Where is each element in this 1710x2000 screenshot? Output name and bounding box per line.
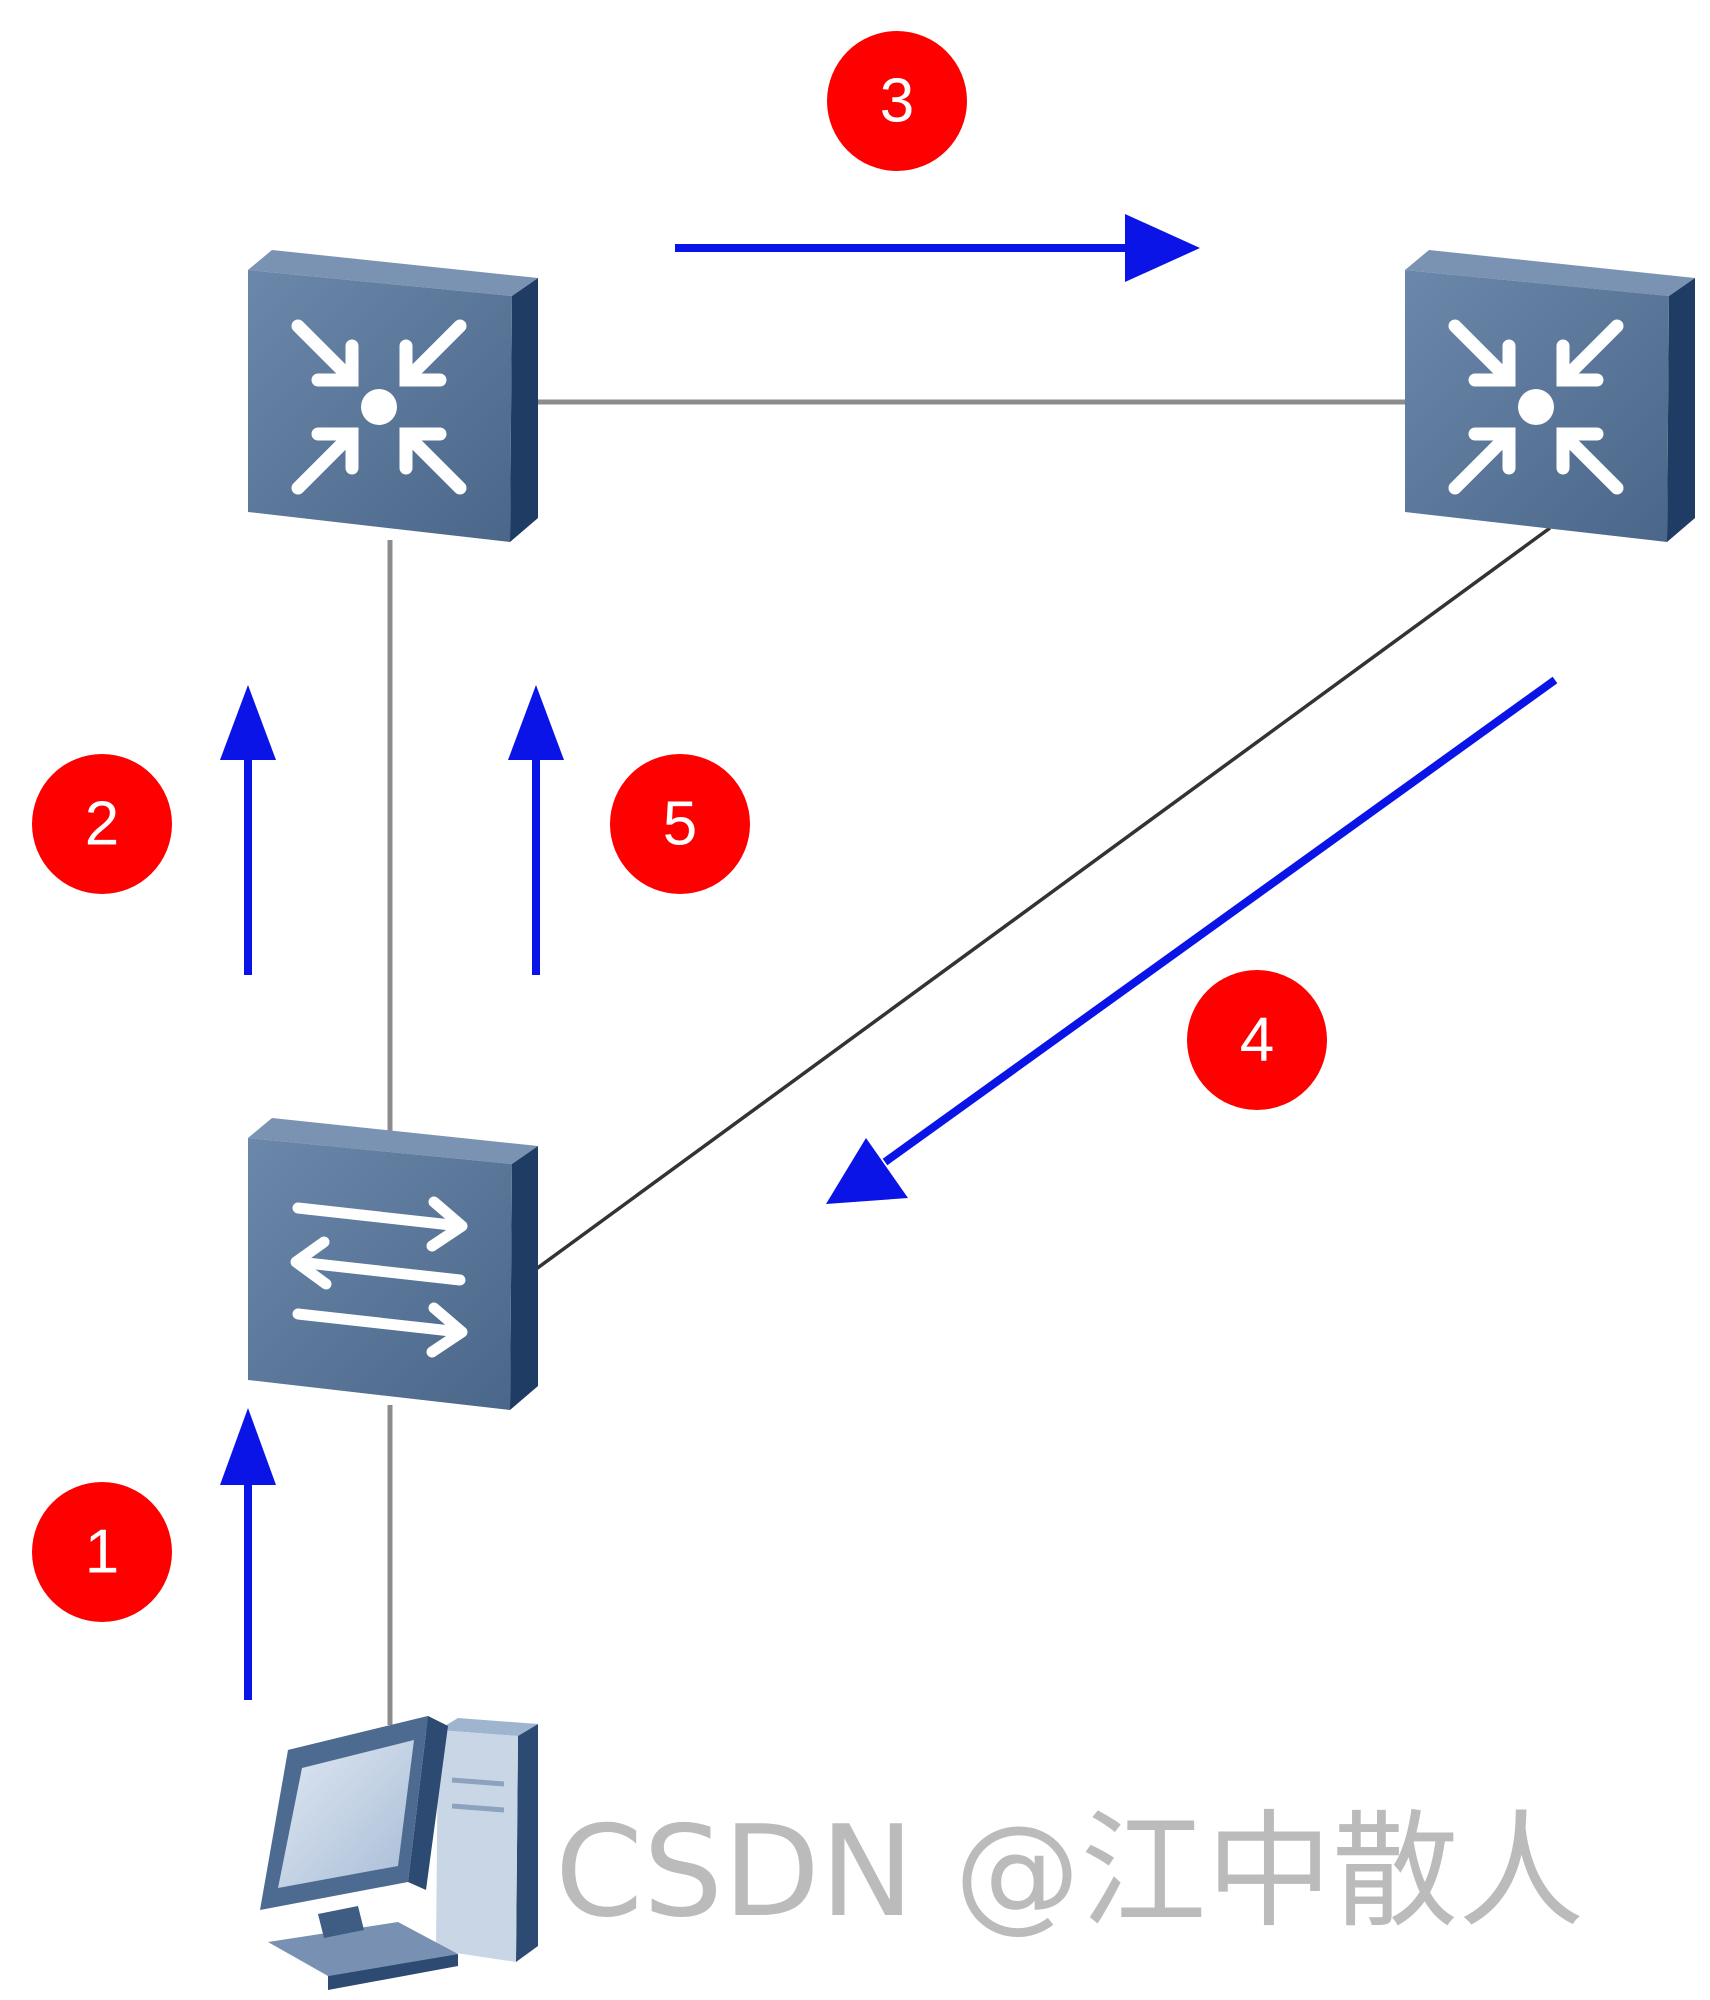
router-icon (248, 250, 538, 542)
pc-icon (260, 1716, 538, 1990)
flow-arrow-1 (220, 1408, 276, 1700)
link-router-right-switch (530, 526, 1552, 1274)
flow-arrow-3 (675, 214, 1200, 282)
step-badge-3: 3 (827, 31, 967, 171)
step-badge-4: 4 (1187, 970, 1327, 1110)
step-badge-5: 5 (610, 754, 750, 894)
step-badge-1: 1 (32, 1482, 172, 1622)
flow-arrow-4 (826, 676, 1558, 1204)
switch-icon (248, 1118, 538, 1410)
flow-arrow-2 (220, 685, 276, 975)
step-number: 1 (85, 1518, 119, 1587)
step-number: 5 (663, 790, 697, 859)
flow-arrow-5 (508, 685, 564, 975)
router-icon (1405, 250, 1695, 542)
step-number: 2 (85, 790, 119, 859)
step-number: 3 (880, 67, 914, 136)
watermark: CSDN @江中散人 (555, 1798, 1584, 1945)
step-badge-2: 2 (32, 754, 172, 894)
step-number: 4 (1240, 1006, 1274, 1075)
